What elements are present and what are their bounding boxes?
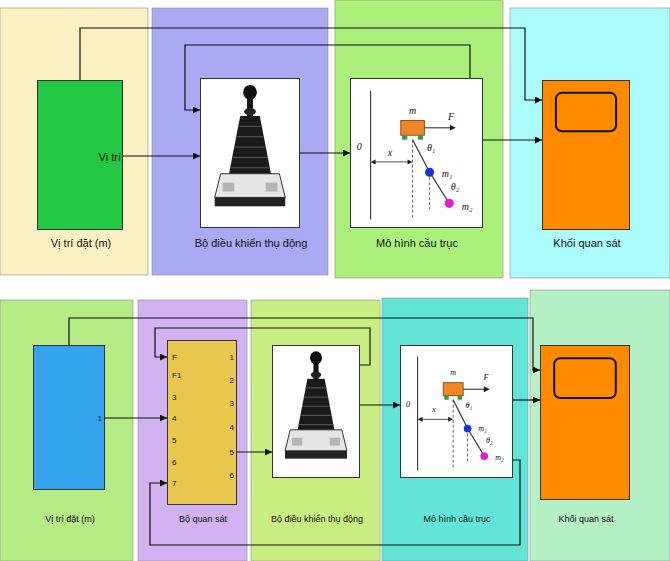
- joystick-picture: [273, 346, 359, 477]
- block-caption: Mô hình cầu trục: [423, 514, 490, 524]
- port-label: 4: [230, 423, 234, 432]
- signal-wire: [237, 451, 272, 452]
- group-band: [530, 290, 670, 561]
- group-band: [138, 300, 247, 561]
- symbol-label: m: [409, 104, 416, 115]
- block-caption: Vị trí đặt (m): [45, 514, 95, 524]
- port-label: 5: [230, 448, 234, 457]
- symbol-label: 0: [406, 400, 410, 409]
- symbol-label: m₁: [478, 424, 487, 433]
- block-symbol: [34, 346, 104, 489]
- block-symbol: [541, 346, 629, 499]
- symbol-label: m: [450, 369, 456, 378]
- port-label: F1: [172, 371, 181, 380]
- symbol-label: F: [448, 110, 454, 121]
- block-caption: Bộ quan sát: [179, 514, 227, 524]
- port-label: Vị trí: [98, 151, 121, 164]
- block-caption: Khối quan sát: [553, 237, 620, 250]
- block-caption: Vị trí đặt (m): [51, 237, 112, 250]
- symbol-label: 0: [357, 140, 362, 151]
- signal-wire: [123, 155, 200, 156]
- symbol-label: x: [432, 406, 436, 415]
- block-caption: Bộ điều khiển thụ động: [195, 237, 308, 250]
- port-label: 6: [230, 471, 234, 480]
- joystick-picture: [201, 79, 299, 227]
- symbol-label: m₁: [442, 167, 453, 178]
- block-caption: Mô hình cầu trục: [376, 237, 458, 250]
- signal-wire: [513, 399, 540, 400]
- symbol-label: m₂: [462, 200, 473, 211]
- symbol-label: θ₂: [486, 436, 493, 445]
- group-band: [251, 300, 380, 561]
- controller-block: Bộ điều khiển thụ động: [200, 78, 300, 228]
- group-band: [510, 8, 670, 278]
- group-band: [152, 8, 328, 275]
- controller-block: Bộ điều khiển thụ động: [272, 345, 360, 478]
- signal-wire: [300, 152, 350, 153]
- symbol-label: θ₁: [466, 402, 473, 411]
- group-band: [0, 8, 148, 275]
- port-label: 6: [172, 458, 176, 467]
- group-band: [335, 0, 503, 278]
- scope-block: Khối quan sát: [542, 80, 630, 230]
- port-label: 4: [172, 414, 176, 423]
- group-band: [382, 298, 528, 561]
- signal-wire: [483, 139, 542, 140]
- port-label: 5: [172, 436, 176, 445]
- symbol-label: θ₂: [451, 181, 459, 192]
- block-symbol: [168, 341, 236, 504]
- port-label: 1: [98, 414, 102, 423]
- port-label: 1: [230, 353, 234, 362]
- symbol-label: F: [483, 374, 488, 383]
- block-symbol: [543, 81, 629, 229]
- signal-wire: [105, 417, 167, 418]
- block-caption: Khối quan sát: [558, 514, 613, 524]
- symbol-label: m₂: [495, 454, 504, 463]
- signal-wire: [360, 404, 400, 405]
- observer-block: FF134567123456Bộ quan sát: [167, 340, 237, 505]
- scope-block: Khối quan sát: [540, 345, 630, 500]
- port-label: F: [172, 353, 177, 362]
- symbol-label: x: [388, 146, 392, 157]
- symbol-label: θ₁: [427, 142, 435, 153]
- source-block: Vị tríVị trí đặt (m): [37, 80, 123, 230]
- port-label: 3: [230, 399, 234, 408]
- source-block: 1Vị trí đặt (m): [33, 345, 105, 490]
- port-label: 2: [230, 376, 234, 385]
- block-caption: Bộ điều khiển thụ động: [271, 514, 363, 524]
- port-label: 3: [172, 393, 176, 402]
- port-label: 7: [172, 479, 176, 488]
- group-band: [0, 300, 133, 561]
